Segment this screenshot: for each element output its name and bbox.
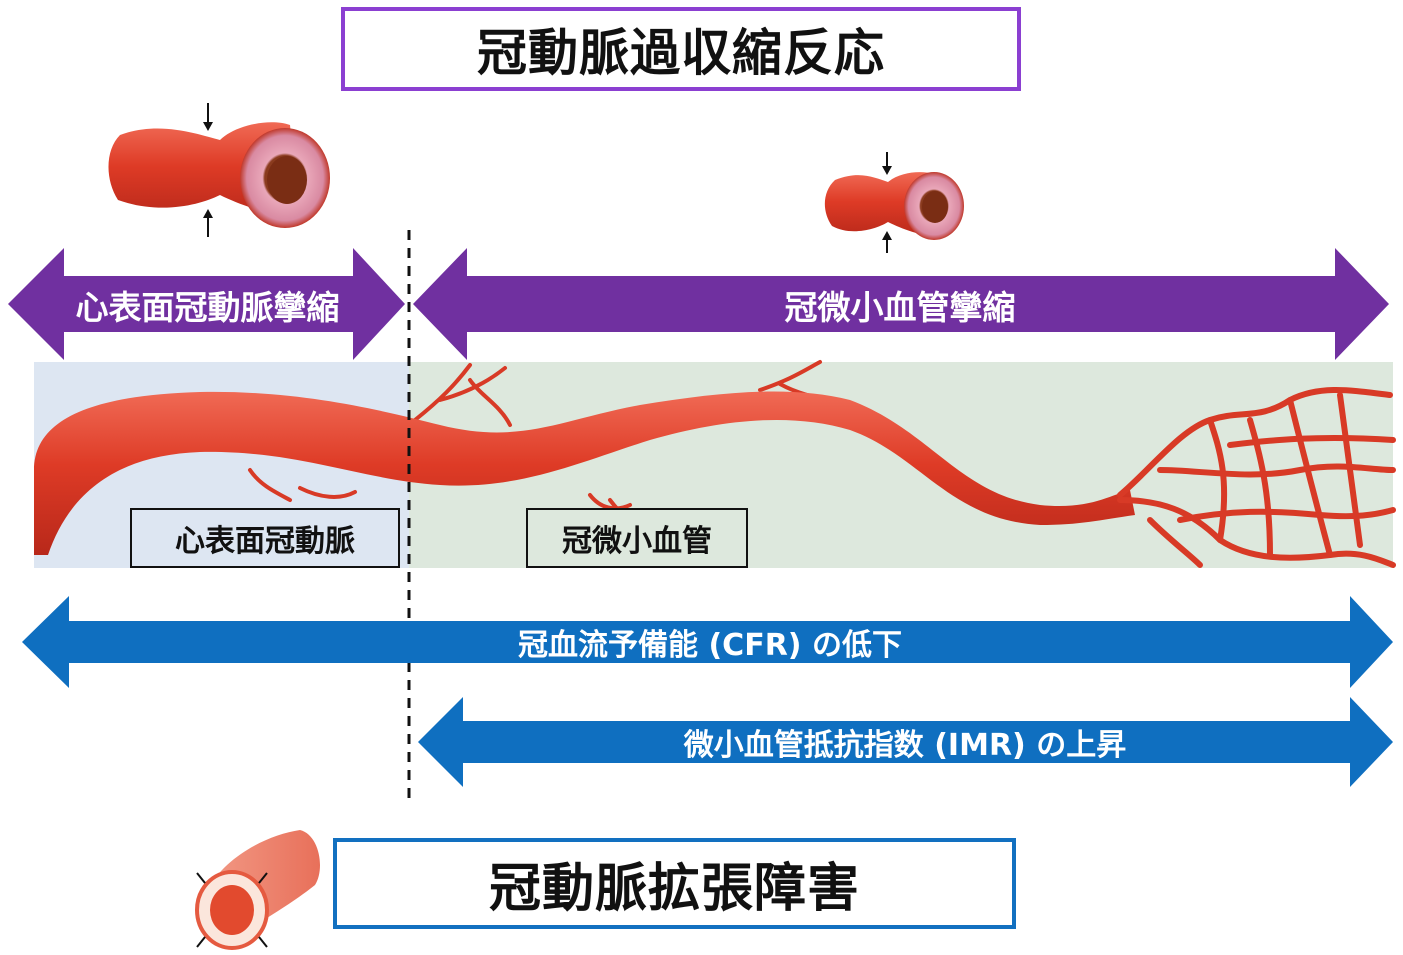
epicardial-spasm-label: 心表面冠動脈攣縮 bbox=[40, 280, 375, 330]
imr-label: 微小血管抵抗指数 (IMR) の上昇 bbox=[520, 720, 1290, 764]
cfr-label: 冠血流予備能 (CFR) の低下 bbox=[300, 620, 1120, 664]
small-constricted-vessel-icon bbox=[825, 152, 964, 253]
title-box: 冠動脈過収縮反応 bbox=[341, 7, 1021, 91]
large-constricted-vessel-icon bbox=[108, 103, 330, 237]
dilated-vessel-icon bbox=[197, 830, 320, 948]
epicardial-vessel-label: 心表面冠動脈 bbox=[130, 508, 400, 568]
page-title: 冠動脈過収縮反応 bbox=[477, 13, 885, 85]
dilation-disorder-box: 冠動脈拡張障害 bbox=[333, 838, 1016, 929]
micro-spasm-label: 冠微小血管攣縮 bbox=[600, 280, 1200, 330]
micro-vessel-label: 冠微小血管 bbox=[526, 508, 748, 568]
dilation-disorder-label: 冠動脈拡張障害 bbox=[489, 846, 860, 921]
